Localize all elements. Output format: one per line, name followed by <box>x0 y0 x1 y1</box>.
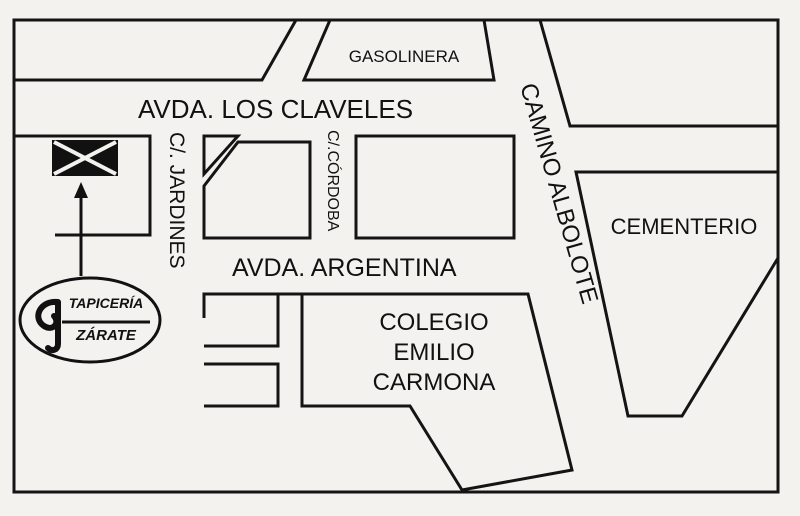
logo-line2: ZÁRATE <box>75 327 137 344</box>
block-central-east <box>354 134 516 240</box>
block-northeast <box>538 19 778 128</box>
block-lane-south <box>204 362 280 408</box>
block-lane-north <box>202 292 302 318</box>
label-avda-los-claveles: AVDA. LOS CLAVELES <box>138 94 413 124</box>
label-colegio-line1: COLEGIO <box>379 309 488 336</box>
label-c-cordoba: C/.CÓRDOBA <box>324 130 343 232</box>
block-lane-mid <box>204 294 280 348</box>
logo-emblem-icon <box>35 298 61 354</box>
logo-line1: TAPICERÍA <box>69 295 143 311</box>
block-gasolinera <box>301 18 496 82</box>
block-triangle <box>202 134 242 178</box>
label-gasolinera: GASOLINERA <box>349 47 460 66</box>
block-central-west <box>202 140 312 240</box>
arrow-head-icon <box>74 182 88 198</box>
label-cementerio: CEMENTERIO <box>611 214 758 239</box>
block-cementerio <box>574 170 780 418</box>
x-marker-icon <box>52 140 118 176</box>
block-marker <box>14 134 152 237</box>
label-camino-albolote: CAMINO ALBOLOTE <box>514 80 603 307</box>
label-avda-argentina: AVDA. ARGENTINA <box>232 254 457 282</box>
block-northwest <box>14 19 298 82</box>
label-colegio-line2: EMILIO <box>393 339 474 366</box>
label-c-jardines: C/. JARDINES <box>165 132 188 269</box>
tapiceria-zarate-logo: TAPICERÍA ZÁRATE <box>18 276 162 364</box>
block-colegio <box>300 292 574 492</box>
label-colegio-line3: CARMONA <box>373 369 496 396</box>
